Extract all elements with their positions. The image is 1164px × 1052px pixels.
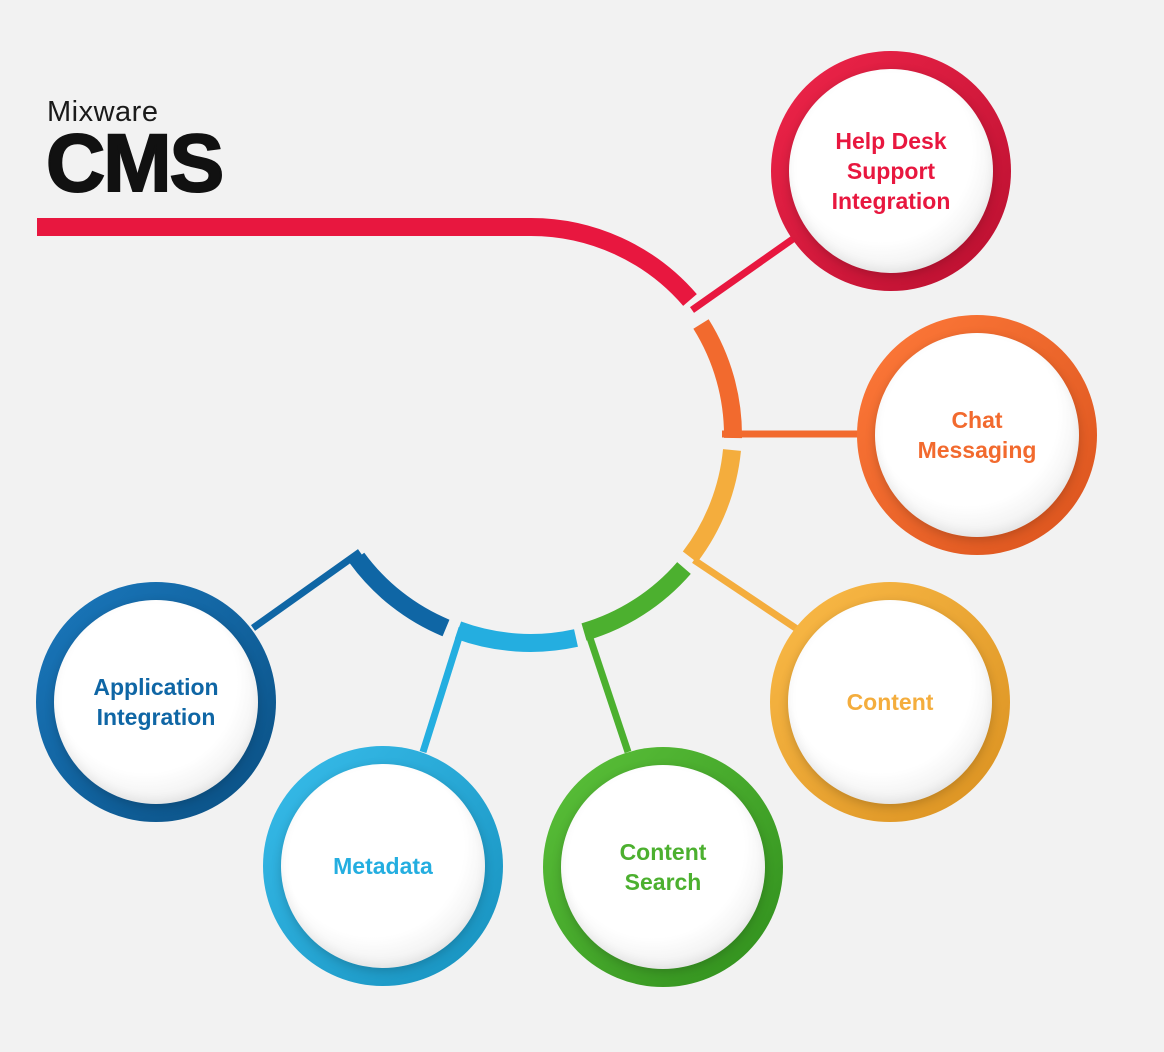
node-chat: Chat Messaging (857, 315, 1097, 555)
node-label: Content Search (619, 839, 707, 895)
cyan-connector (419, 626, 466, 754)
node-label: Chat Messaging (917, 407, 1037, 463)
node-content-search: Content Search (543, 747, 783, 987)
yellow-connector (692, 557, 799, 632)
cyan-arc (454, 621, 578, 652)
title-block: Mixware CMS (45, 96, 225, 209)
green-connector (584, 630, 632, 754)
node-label: Application Integration (93, 674, 219, 730)
blue-arc (349, 552, 450, 637)
brand-name: Mixware (47, 96, 159, 128)
product-name: CMS (45, 118, 225, 209)
yellow-arc (682, 448, 741, 563)
node-application-integration: Application Integration (36, 582, 276, 822)
green-arc (581, 561, 691, 641)
node-label: Content (846, 689, 934, 715)
blue-connector (250, 549, 363, 631)
node-help-desk: Help Desk Support Integration (771, 51, 1011, 291)
node-metadata: Metadata (263, 746, 503, 986)
red-main-line (37, 217, 697, 306)
red-connector (689, 231, 803, 313)
node-label: Help Desk Support Integration (831, 128, 951, 214)
node-label: Metadata (333, 853, 433, 879)
orange-arc (693, 319, 743, 439)
node-content: Content (770, 582, 1010, 822)
